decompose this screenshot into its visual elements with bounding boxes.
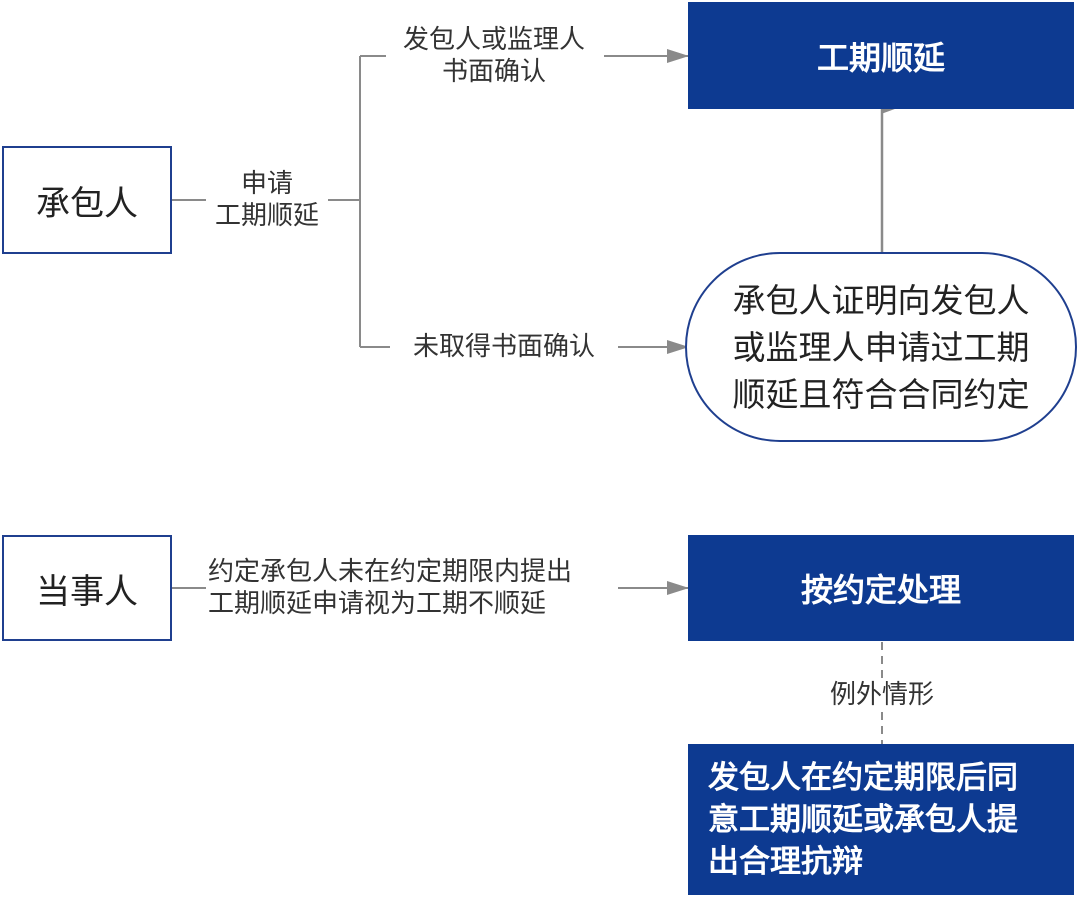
node-contractor-text: 承包人 <box>36 183 138 224</box>
edge-label-not-confirmed-text: 未取得书面确认 <box>412 332 595 362</box>
edge-label-exception-text: 例外情形 <box>829 680 934 710</box>
edge-label-apply-line-1: 申请 <box>240 169 293 199</box>
node-party: 当事人 <box>2 535 172 641</box>
node-proof-text: 承包人证明向发包人 或监理人申请过工期 顺延且符合合同约定 <box>733 277 1030 418</box>
node-exception-result: 发包人在约定期限后同 意工期顺延或承包人提 出合理抗辩 <box>688 744 1074 895</box>
node-proof-line-2: 或监理人申请过工期 <box>732 327 1030 367</box>
edge-label-not-confirmed: 未取得书面确认 <box>392 331 616 363</box>
node-party-text: 当事人 <box>36 571 138 612</box>
node-handle: 按约定处理 <box>688 535 1074 641</box>
node-exception-line-3: 出合理抗辩 <box>708 843 863 880</box>
edge-label-agreed-line-1: 约定承包人未在约定期限内提出 <box>208 557 573 587</box>
node-contractor: 承包人 <box>2 146 172 254</box>
edge-label-exception: 例外情形 <box>818 679 946 711</box>
edge-label-confirmed-line-2: 书面确认 <box>441 57 546 87</box>
node-proof: 承包人证明向发包人 或监理人申请过工期 顺延且符合合同约定 <box>685 252 1077 442</box>
edge-label-confirmed: 发包人或监理人 书面确认 <box>386 24 602 88</box>
edge-label-agreed-line-2: 工期顺延申请视为工期不顺延 <box>208 589 547 619</box>
node-extension: 工期顺延 <box>688 2 1074 109</box>
node-proof-line-1: 承包人证明向发包人 <box>732 280 1030 320</box>
edge-label-confirmed-line-1: 发包人或监理人 <box>402 25 585 55</box>
node-exception-line-2: 意工期顺延或承包人提 <box>708 801 1018 838</box>
node-exception-result-text: 发包人在约定期限后同 意工期顺延或承包人提 出合理抗辩 <box>708 757 1018 883</box>
node-handle-text: 按约定处理 <box>800 571 961 609</box>
edge-label-apply-line-2: 工期顺延 <box>214 201 319 231</box>
edge-label-agreed-deadline: 约定承包人未在约定期限内提出 工期顺延申请视为工期不顺延 <box>208 556 616 620</box>
node-proof-line-3: 顺延且符合合同约定 <box>732 374 1030 414</box>
node-exception-line-1: 发包人在约定期限后同 <box>708 759 1018 796</box>
edge-label-apply: 申请 工期顺延 <box>206 168 328 232</box>
node-extension-text: 工期顺延 <box>816 38 945 77</box>
